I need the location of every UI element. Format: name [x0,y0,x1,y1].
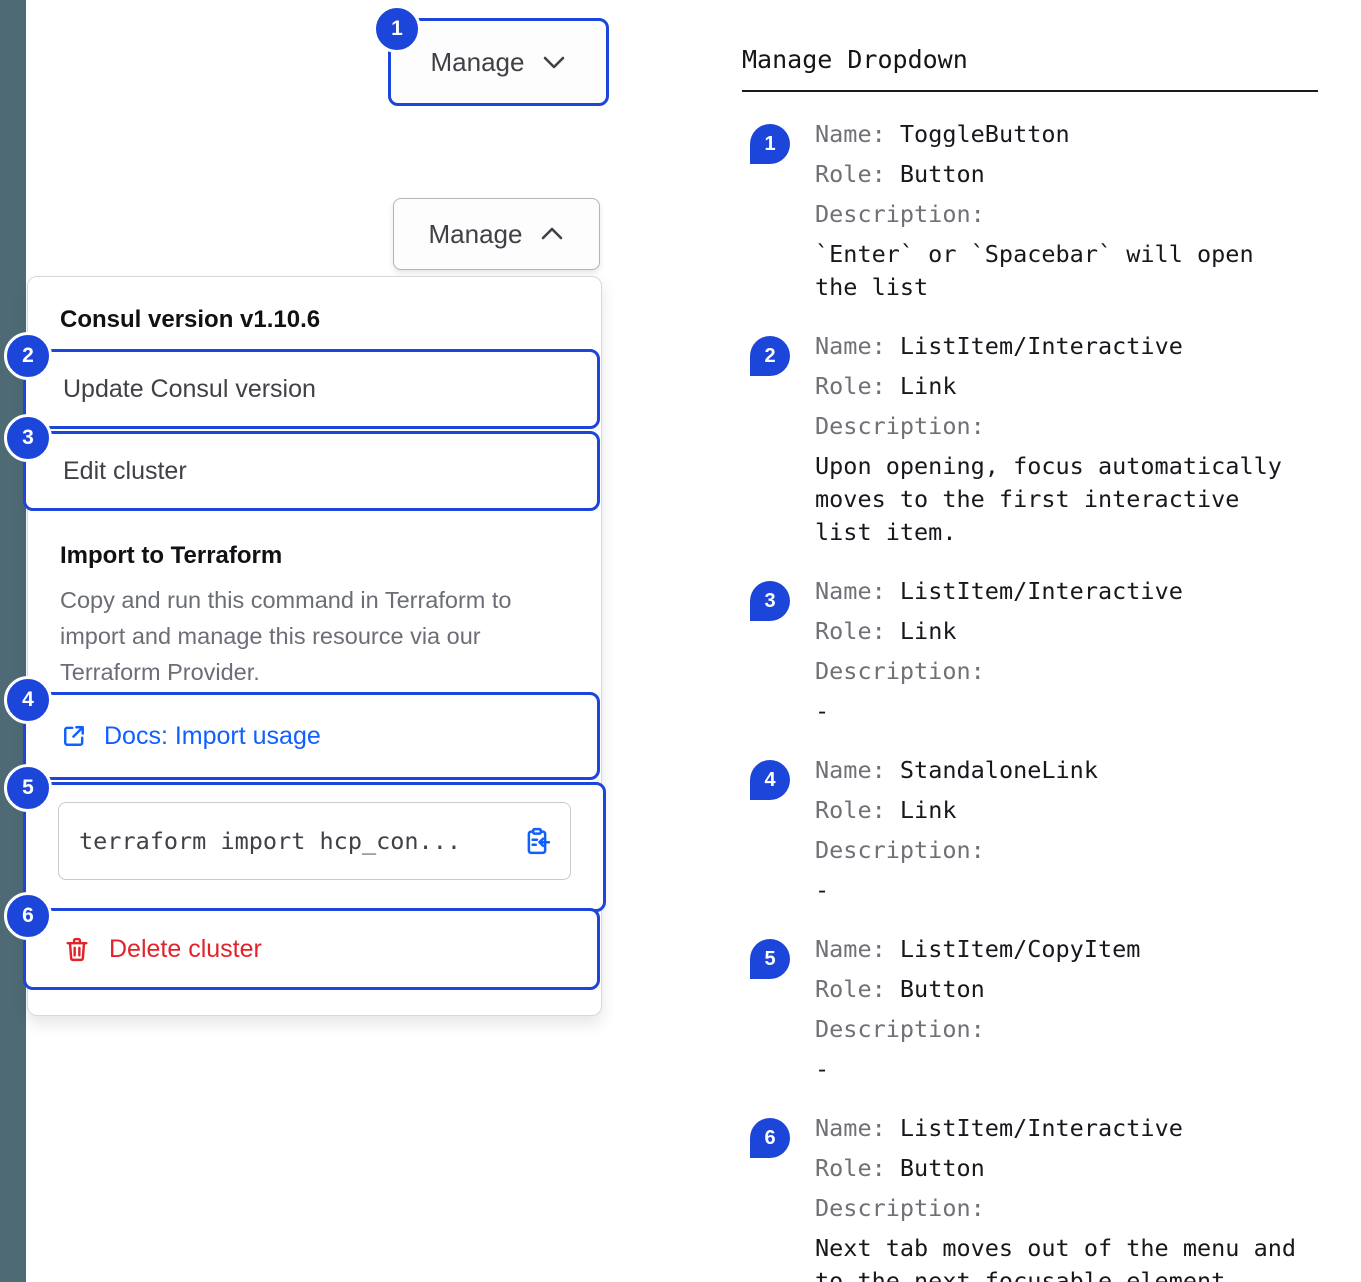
external-link-icon [60,722,88,750]
menu-item-label: Edit cluster [63,456,187,485]
delete-cluster-label: Delete cluster [109,934,262,963]
description-label: Description: [815,657,985,685]
import-section-title: Import to Terraform [60,542,283,569]
legend-badge-3: 3 [750,581,790,621]
page-edge-strip [0,0,26,1282]
legend-badge-6: 6 [750,1118,790,1158]
name-label: Name: [815,935,886,963]
role-label: Role: [815,975,886,1003]
manage-toggle-button[interactable]: Manage [388,18,609,106]
role-value: Button [899,975,985,1003]
legend-item-1: 1 Name: ToggleButton Role: Button Descri… [742,118,1318,304]
description-label: Description: [815,836,985,864]
name-value: ListItem/Interactive [899,1114,1183,1142]
clipboard-copy-icon[interactable] [522,826,552,856]
annotation-badge-5: 5 [4,764,52,812]
terraform-copy-item: terraform import hcp_con... [23,782,606,912]
name-label: Name: [815,756,886,784]
name-value: ListItem/CopyItem [899,935,1141,963]
terraform-command-text: terraform import hcp_con... [79,827,462,855]
annotation-badge-1: 1 [373,5,421,53]
description-value: - [815,876,830,904]
role-label: Role: [815,160,886,188]
legend-badge-4: 4 [750,760,790,800]
name-value: ListItem/Interactive [899,577,1183,605]
legend-title: Manage Dropdown [742,45,968,74]
name-label: Name: [815,577,886,605]
consul-version-header: Consul version v1.10.6 [60,306,321,333]
trash-icon [63,935,91,963]
legend-badge-1: 1 [750,124,790,164]
name-label: Name: [815,120,886,148]
role-value: Link [899,796,957,824]
role-value: Button [899,1154,985,1182]
chevron-down-icon [542,54,566,70]
legend-item-3: 3 Name: ListItem/Interactive Role: Link … [742,575,1318,728]
import-section-description: Copy and run this command in Terraform t… [60,587,512,685]
manage-toggle-open-label: Manage [428,218,523,249]
name-label: Name: [815,1114,886,1142]
menu-item-update-consul-version[interactable]: Update Consul version [23,349,600,429]
legend-badge-5: 5 [750,939,790,979]
docs-link-label: Docs: Import usage [104,721,321,750]
manage-toggle-button-open[interactable]: Manage [393,198,600,270]
name-label: Name: [815,332,886,360]
legend-panel: Manage Dropdown 1 Name: ToggleButton Rol… [742,30,1318,1282]
menu-item-edit-cluster[interactable]: Edit cluster [23,431,600,511]
name-value: ToggleButton [899,120,1070,148]
legend-item-2: 2 Name: ListItem/Interactive Role: Link … [742,330,1318,549]
menu-item-label: Update Consul version [63,374,316,403]
description-label: Description: [815,412,985,440]
description-value: - [815,697,830,725]
manage-toggle-label: Manage [430,46,525,77]
description-label: Description: [815,200,985,228]
annotation-badge-4: 4 [4,676,52,724]
annotation-badge-6: 6 [4,892,52,940]
role-label: Role: [815,372,886,400]
chevron-up-icon [540,226,564,242]
description-value: `Enter` or `Spacebar` will open the list [815,240,1254,301]
description-label: Description: [815,1015,985,1043]
menu-item-delete-cluster[interactable]: Delete cluster [23,908,600,990]
role-label: Role: [815,617,886,645]
legend-item-4: 4 Name: StandaloneLink Role: Link Descri… [742,754,1318,907]
terraform-command-field[interactable]: terraform import hcp_con... [58,802,571,880]
legend-divider [742,90,1318,92]
role-value: Link [899,372,957,400]
description-value: Next tab moves out of the menu and to th… [815,1234,1297,1282]
description-value: - [815,1055,830,1083]
legend-list: 1 Name: ToggleButton Role: Button Descri… [742,118,1318,1282]
role-label: Role: [815,796,886,824]
role-label: Role: [815,1154,886,1182]
legend-item-5: 5 Name: ListItem/CopyItem Role: Button D… [742,933,1318,1086]
description-label: Description: [815,1194,985,1222]
role-value: Link [899,617,957,645]
role-value: Button [899,160,985,188]
legend-item-6: 6 Name: ListItem/Interactive Role: Butto… [742,1112,1318,1282]
annotation-badge-3: 3 [4,414,52,462]
annotation-badge-2: 2 [4,332,52,380]
description-value: Upon opening, focus automatically moves … [815,452,1282,546]
name-value: ListItem/Interactive [899,332,1183,360]
name-value: StandaloneLink [899,756,1098,784]
legend-badge-2: 2 [750,336,790,376]
docs-import-usage-link[interactable]: Docs: Import usage [23,692,600,780]
